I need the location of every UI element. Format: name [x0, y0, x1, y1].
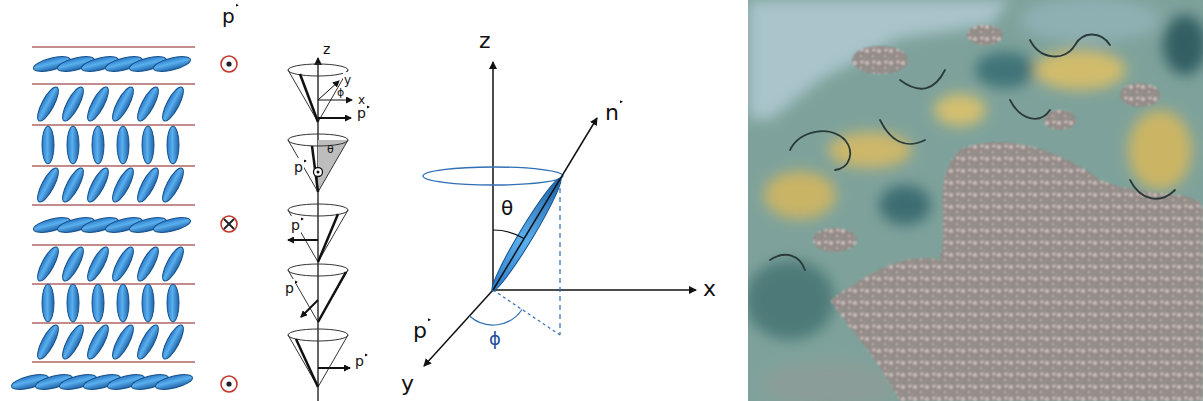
cone	[288, 329, 350, 387]
grainy-island	[1120, 83, 1160, 107]
cone-rim	[423, 167, 563, 185]
cone	[288, 134, 348, 192]
disclination-lines	[770, 34, 1175, 270]
molecule-row	[42, 126, 179, 164]
projection-line	[559, 179, 560, 335]
layer-lines	[32, 47, 195, 362]
theta-arc	[493, 230, 524, 239]
vector-label: p	[290, 216, 301, 236]
layer-line	[32, 46, 195, 47]
layer-line	[32, 244, 195, 245]
cone	[288, 204, 348, 262]
cone-stack	[288, 58, 352, 401]
layer-line	[32, 204, 195, 205]
angle-label: θ	[500, 194, 514, 222]
micrograph-ground	[748, 0, 1203, 401]
cone	[288, 64, 352, 122]
grainy-island	[813, 228, 857, 252]
cone	[288, 264, 348, 322]
layer-line	[32, 124, 195, 125]
vector-label: p	[284, 279, 295, 299]
projection-line	[493, 290, 560, 335]
layer-line	[32, 322, 195, 323]
micrograph	[748, 0, 1203, 401]
grainy-island	[967, 25, 1003, 45]
layer-line	[32, 83, 195, 84]
director-arrow	[493, 118, 597, 290]
polarization-symbols	[221, 56, 237, 392]
vector-label: p	[293, 158, 304, 178]
z-axis	[317, 58, 318, 401]
z-axis	[492, 62, 494, 290]
grainy-island	[852, 46, 908, 74]
angle-label: ϕ	[336, 87, 345, 99]
molecule-row	[32, 54, 192, 75]
x-axis	[493, 289, 696, 291]
y-axis	[424, 290, 493, 366]
coordinate-frame	[423, 62, 696, 366]
grainy-region	[830, 142, 1203, 401]
vector-label: p	[412, 316, 428, 347]
vector-label: p	[356, 104, 367, 124]
layer-line	[32, 361, 195, 362]
axis-label: z	[478, 26, 492, 57]
layer-line	[32, 283, 195, 284]
dot-symbol	[221, 376, 237, 392]
axis-label: y	[400, 369, 415, 400]
axis-label: x	[702, 274, 717, 305]
cross-symbol	[221, 216, 237, 232]
molecule-row	[42, 284, 179, 322]
molecule-row	[34, 165, 187, 204]
molecule-row	[34, 84, 187, 123]
axis-label: z	[322, 40, 331, 60]
vector-label: n	[604, 98, 620, 129]
dot-symbol	[221, 56, 237, 72]
molecule-row	[10, 372, 194, 393]
molecule-row	[34, 244, 187, 283]
vector-label: p	[221, 2, 236, 30]
molecules	[10, 54, 194, 393]
molecule-row	[34, 322, 187, 361]
layer-line	[32, 165, 195, 166]
vector-label: p	[354, 352, 365, 372]
molecule-row	[32, 215, 192, 236]
schlieren-brushes	[748, 0, 1203, 401]
angle-label: ϕ	[488, 326, 502, 351]
angle-label: θ	[326, 144, 335, 156]
phi-arc	[470, 310, 523, 326]
axis-label: y	[343, 72, 352, 89]
